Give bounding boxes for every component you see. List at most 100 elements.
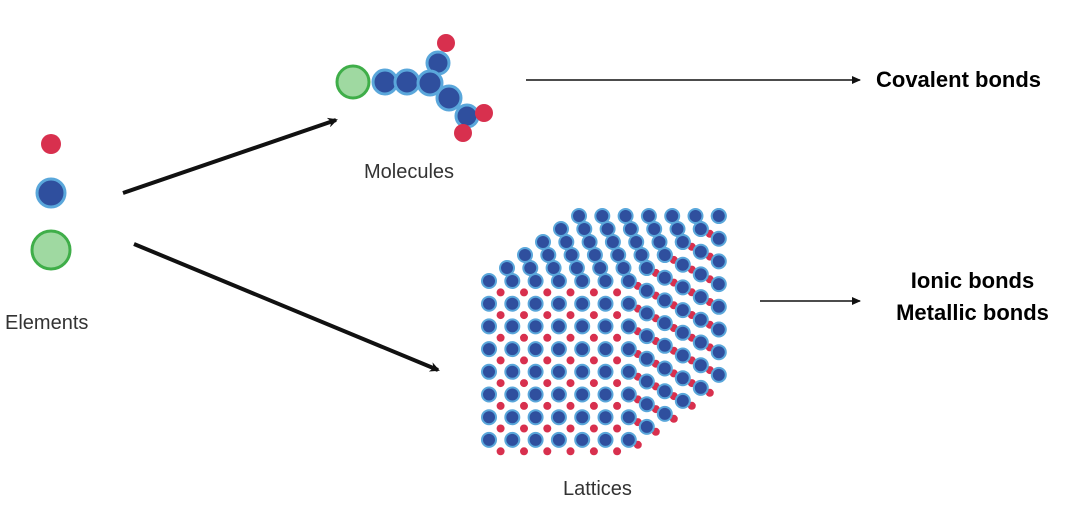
red-atom	[454, 124, 472, 142]
lattice-blue-atom	[692, 221, 709, 237]
lattice-blue-atom	[550, 341, 567, 358]
lattice-red-atom	[520, 333, 528, 342]
lattice-blue-atom	[656, 383, 673, 400]
lattice-blue-atom	[656, 405, 673, 422]
lattice-blue-atom	[527, 409, 544, 426]
lattice-blue-atom	[550, 295, 567, 312]
lattice-blue-atom	[656, 292, 673, 309]
lattice-blue-atom	[574, 431, 591, 448]
lattice-blue-atom	[620, 341, 637, 358]
lattice-blue-atom	[481, 273, 497, 289]
lattice-blue-atom	[628, 234, 645, 250]
lattice-blue-atom	[550, 363, 567, 380]
molecule	[335, 34, 493, 142]
lattice-red-atom	[520, 447, 528, 456]
lattice-blue-atom	[481, 341, 497, 358]
lattice-blue-atom	[599, 221, 616, 237]
lattice-red-atom	[520, 311, 528, 320]
lattice-red-atom	[613, 333, 622, 342]
lattice-blue-atom	[656, 337, 673, 354]
lattice-blue-atom	[710, 298, 727, 315]
lattice-blue-atom	[586, 247, 603, 263]
lattice-blue-atom	[504, 295, 521, 312]
lattice-red-atom	[613, 311, 622, 320]
lattice-blue-atom	[710, 208, 727, 224]
lattice-red-atom	[613, 379, 622, 388]
lattice-blue-atom	[597, 386, 614, 403]
lattice-red-atom	[520, 379, 528, 388]
covalent-bonds-label: Covalent bonds	[876, 67, 1042, 92]
lattice-blue-atom	[638, 328, 655, 345]
lattice-blue-atom	[620, 318, 637, 335]
lattice-blue-atom	[597, 318, 614, 335]
lattice-blue-atom	[499, 260, 515, 276]
lattice-blue-atom	[674, 324, 691, 341]
lattice-blue-atom	[504, 341, 521, 358]
lattice-blue-atom	[527, 363, 544, 380]
lattice-blue-atom	[646, 221, 663, 237]
lattice-red-atom	[613, 424, 622, 433]
lattice-blue-atom	[563, 247, 580, 263]
arrow-to-molecules	[122, 117, 338, 195]
lattice-red-atom	[496, 356, 505, 365]
lattice-red-atom	[589, 447, 598, 456]
lattice-red-atom	[520, 424, 528, 433]
lattice-blue-atom	[481, 363, 497, 380]
lattice-red-atom	[589, 333, 598, 342]
lattice-blue-atom	[597, 341, 614, 358]
lattice-red-atom	[520, 288, 528, 297]
lattice-blue-atom	[710, 230, 727, 247]
lattice-blue-atom	[692, 243, 709, 260]
lattice-red-atom	[566, 288, 575, 297]
lattice-blue-atom	[504, 318, 521, 335]
lattice-blue-atom	[620, 273, 637, 289]
lattice-red-atom	[543, 424, 552, 433]
lattice-cube	[481, 208, 727, 456]
blue-atom	[393, 68, 421, 96]
lattice-blue-atom	[517, 247, 533, 263]
lattice-blue-atom	[527, 386, 544, 403]
lattice-red-atom	[613, 356, 622, 365]
lattice-blue-atom	[597, 431, 614, 448]
blue-atom	[454, 103, 480, 129]
lattice-blue-atom	[622, 221, 639, 237]
lattice-blue-atom	[710, 344, 727, 361]
lattice-blue-atom	[651, 234, 668, 250]
lattice-red-atom	[566, 311, 575, 320]
lattice-blue-atom	[597, 363, 614, 380]
green-atom	[30, 229, 72, 271]
lattice-blue-atom	[710, 366, 727, 383]
blue-atom	[435, 84, 463, 112]
lattice-blue-atom	[674, 392, 691, 409]
lattice-blue-atom	[574, 409, 591, 426]
lattice-blue-atom	[571, 208, 587, 224]
lattice-blue-atom	[710, 253, 727, 270]
lattice-blue-atom	[550, 409, 567, 426]
lattice-blue-atom	[633, 247, 650, 263]
lattice-red-atom	[566, 424, 575, 433]
lattice-blue-atom	[674, 279, 691, 296]
lattice-blue-atom	[597, 295, 614, 312]
lattice-blue-atom	[674, 234, 691, 250]
lattice-red-atom	[496, 333, 505, 342]
lattice-blue-atom	[638, 396, 655, 413]
lattice-red-atom	[613, 288, 622, 297]
lattice-blue-atom	[692, 334, 709, 351]
ionic-metallic-bonds-label: Ionic bonds Metallic bonds	[880, 265, 1065, 329]
lattice-blue-atom	[692, 266, 709, 283]
elements-label: Elements	[5, 312, 89, 334]
lattice-blue-atom	[550, 273, 567, 289]
lattice-blue-atom	[481, 295, 497, 312]
lattice-blue-atom	[504, 431, 521, 448]
lattice-red-atom	[566, 356, 575, 365]
lattice-red-atom	[589, 356, 598, 365]
green-atom	[335, 64, 371, 100]
lattice-blue-atom	[674, 256, 691, 273]
lattice-blue-atom	[638, 282, 655, 299]
lattice-blue-atom	[527, 431, 544, 448]
lattice-blue-atom	[527, 295, 544, 312]
lattice-blue-atom	[687, 208, 704, 224]
lattice-blue-atom	[545, 260, 562, 276]
lattice-blue-atom	[664, 208, 681, 224]
lattice-blue-atom	[504, 409, 521, 426]
